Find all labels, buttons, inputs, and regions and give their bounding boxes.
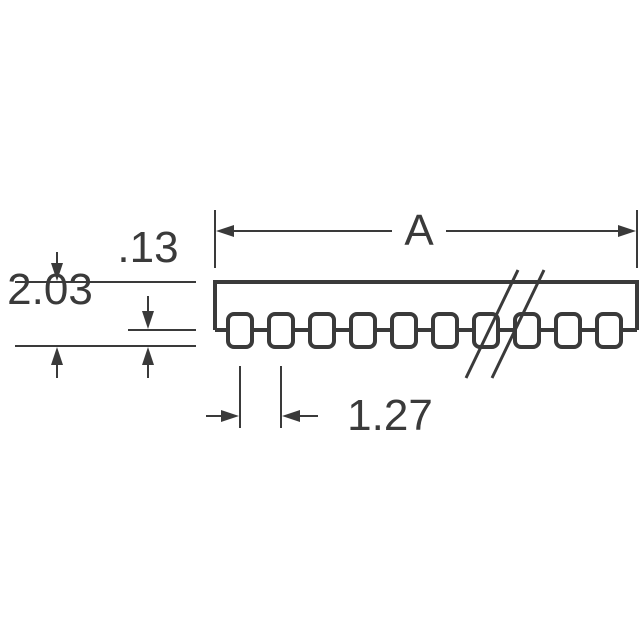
contact-pad [595, 312, 623, 349]
contact-pad [308, 312, 336, 349]
pads [226, 312, 623, 349]
arrowhead [216, 225, 234, 237]
break-line [464, 269, 520, 379]
contact-pad [554, 312, 582, 349]
dimension-label-height: 2.03 [7, 265, 93, 314]
arrowhead [221, 410, 239, 422]
dimension-label-pitch: 1.27 [347, 391, 433, 440]
arrowhead [282, 410, 300, 422]
contact-pad [390, 312, 418, 349]
contact-pad [226, 312, 254, 349]
arrowhead [142, 347, 154, 365]
break-line [490, 269, 546, 379]
contact-pad [431, 312, 459, 349]
arrowhead [51, 347, 63, 365]
arrowhead [142, 311, 154, 329]
connector-body-outline [213, 280, 639, 330]
dimension-label-a: A [404, 206, 434, 255]
contact-pad [349, 312, 377, 349]
dimension-label-offset: .13 [117, 223, 178, 272]
arrowhead [51, 263, 63, 281]
contact-pad [267, 312, 295, 349]
arrowhead [618, 225, 636, 237]
contact-pad [513, 312, 541, 349]
